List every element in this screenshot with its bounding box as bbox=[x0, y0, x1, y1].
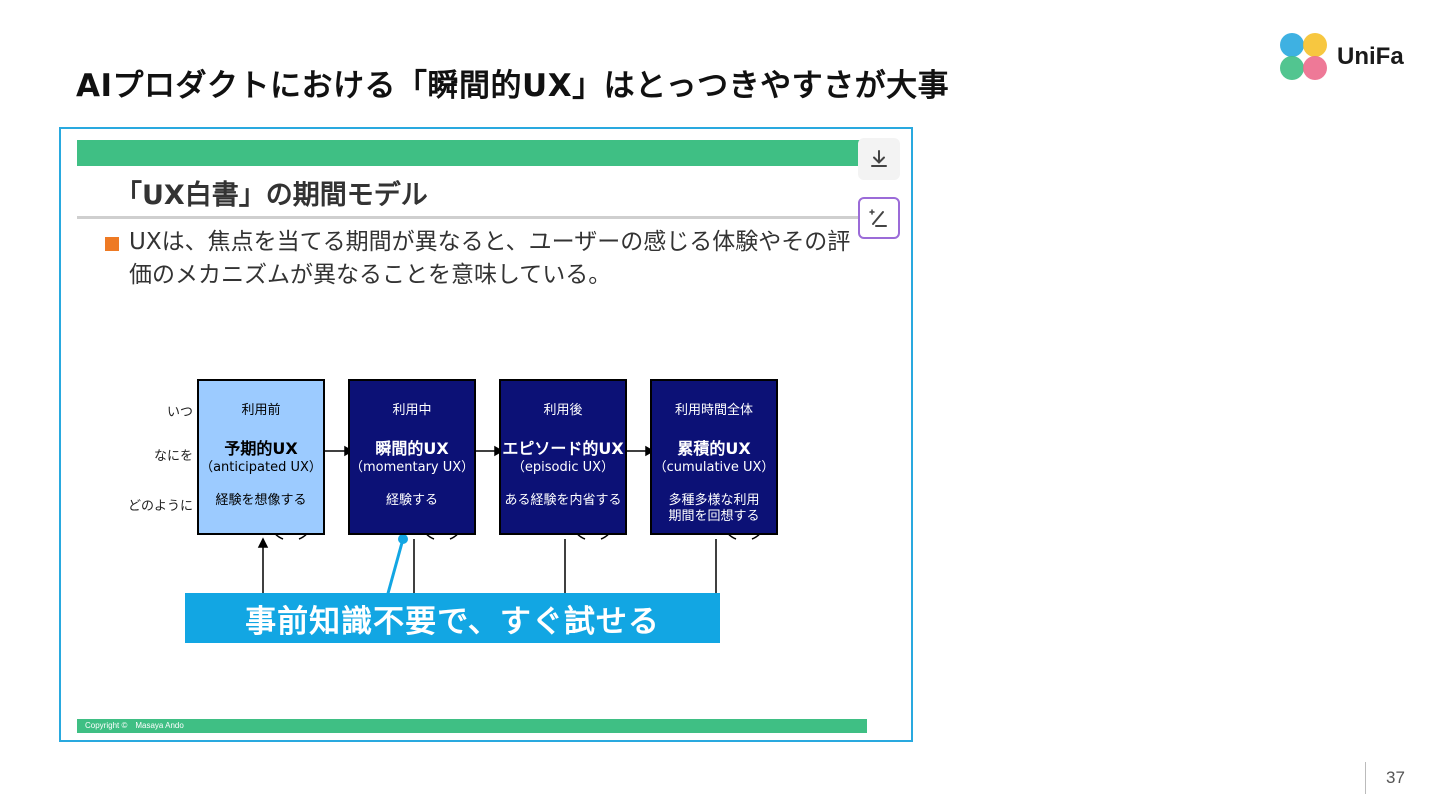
box-what-sub: （episodic UX） bbox=[511, 460, 615, 475]
box-how: ある経験を内省する bbox=[504, 493, 622, 508]
slide-bullet-text: UXは、焦点を当てる期間が異なると、ユーザーの感じる体験やその評価のメカニズムが… bbox=[129, 229, 851, 288]
unifa-logo: UniFa bbox=[1277, 30, 1417, 84]
box-cumulative-ux: 利用時間全体 累積的UX （cumulative UX） 多種多様な利用期間を回… bbox=[650, 379, 778, 535]
bullet-marker bbox=[105, 237, 119, 251]
embedded-slide: 「UX白書」の期間モデル UXは、焦点を当てる期間が異なると、ユーザーの感じる体… bbox=[59, 127, 913, 742]
ai-edit-button[interactable] bbox=[858, 197, 900, 239]
slide-title: 「UX白書」の期間モデル bbox=[115, 180, 428, 211]
box-when: 利用時間全体 bbox=[674, 403, 753, 418]
box-anticipated-ux: 利用前 予期的UX （anticipated UX） 経験を想像する bbox=[197, 379, 325, 535]
ux-period-diagram: いつ なにを どのように 利用前 予期的UX （anticipated UX） … bbox=[77, 369, 867, 669]
row-label-what: なにを bbox=[153, 449, 193, 464]
page-title: AIプロダクトにおける「瞬間的UX」はとっつきやすさが大事 bbox=[76, 68, 950, 104]
row-label-how: どのように bbox=[127, 499, 193, 514]
box-how: 経験を想像する bbox=[215, 493, 307, 508]
box-how: 経験する bbox=[385, 493, 438, 508]
logo-mark-icon bbox=[1280, 33, 1327, 80]
slide-divider bbox=[77, 216, 867, 219]
page-number: 37 bbox=[1386, 768, 1405, 787]
download-button[interactable] bbox=[858, 138, 900, 180]
box-what: 瞬間的UX bbox=[375, 439, 449, 458]
box-what-sub: （momentary UX） bbox=[350, 460, 475, 475]
box-when: 利用前 bbox=[241, 403, 281, 418]
box-how: 多種多様な利用期間を回想する bbox=[668, 493, 760, 524]
box-what-sub: （cumulative UX） bbox=[653, 460, 775, 475]
row-label-when: いつ bbox=[166, 405, 193, 420]
box-what: 累積的UX bbox=[677, 439, 751, 458]
slide-header-bar bbox=[77, 140, 867, 166]
box-when: 利用中 bbox=[392, 403, 432, 418]
slide-copyright: Copyright © Masaya Ando bbox=[85, 721, 184, 730]
logo-brand-text: UniFa bbox=[1337, 43, 1404, 70]
box-episodic-ux: 利用後 エピソード的UX （episodic UX） ある経験を内省する bbox=[499, 379, 627, 535]
download-icon bbox=[871, 150, 887, 167]
magic-pen-icon bbox=[869, 209, 887, 227]
box-what: エピソード的UX bbox=[502, 439, 624, 458]
callout-banner: 事前知識不要で、すぐ試せる bbox=[185, 593, 720, 643]
slide-footer-bar bbox=[77, 719, 867, 733]
box-when: 利用後 bbox=[543, 403, 583, 418]
box-what-sub: （anticipated UX） bbox=[200, 460, 322, 475]
box-momentary-ux: 利用中 瞬間的UX （momentary UX） 経験する bbox=[348, 379, 476, 535]
page-number-divider bbox=[1365, 762, 1366, 794]
box-what: 予期的UX bbox=[224, 439, 298, 458]
